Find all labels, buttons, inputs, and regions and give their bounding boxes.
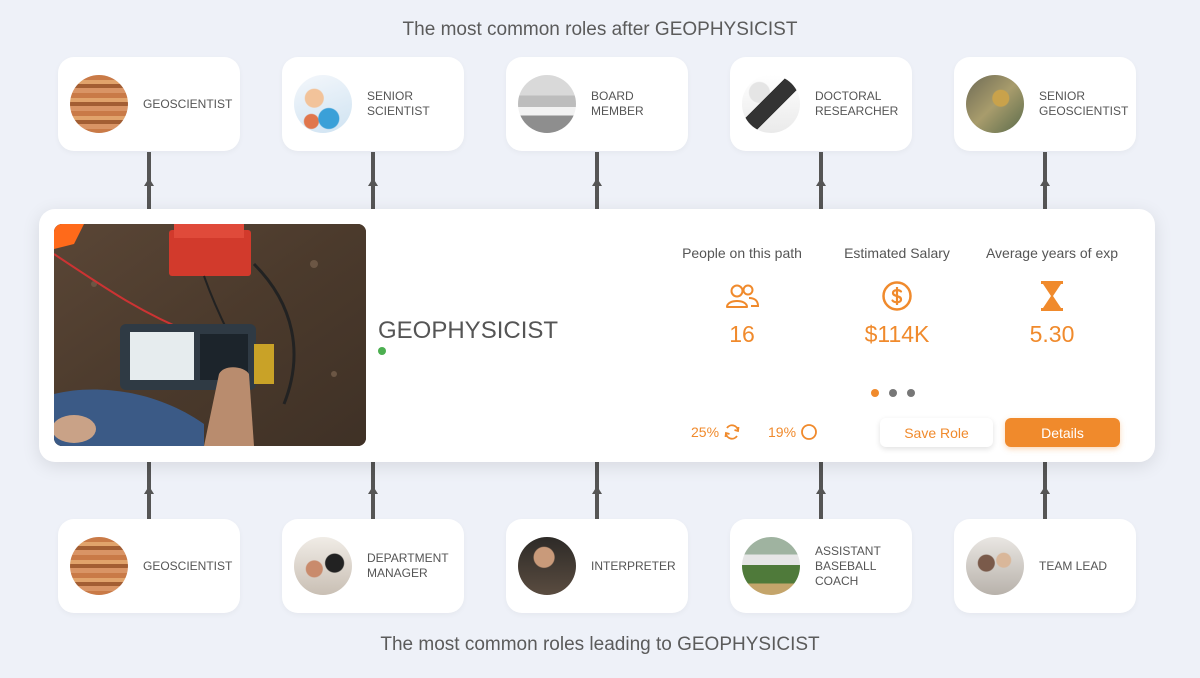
arrow-up-icon: [144, 178, 154, 186]
role-card-after-3[interactable]: BOARD MEMBER: [506, 57, 688, 151]
arrow-up-icon: [816, 486, 826, 494]
role-label: GEOSCIENTIST: [143, 96, 233, 111]
role-image-senior-scientist: [294, 75, 352, 133]
arrow-up-icon: [816, 178, 826, 186]
role-image-interpreter: [518, 537, 576, 595]
role-card-after-2[interactable]: SENIOR SCIENTIST: [282, 57, 464, 151]
stat-value: 5.30: [1029, 321, 1075, 347]
stat-label: Estimated Salary: [844, 245, 950, 261]
role-label: SENIOR SCIENTIST: [367, 89, 430, 118]
role-image-geoscientist: [70, 537, 128, 595]
pager-dots: [871, 389, 915, 397]
stat-salary: Estimated Salary $114K: [812, 245, 982, 348]
role-card-after-4[interactable]: DOCTORAL RESEARCHER: [730, 57, 912, 151]
role-image-department-manager: [294, 537, 352, 595]
role-image-geoscientist: [70, 75, 128, 133]
status-dot: [378, 347, 386, 355]
save-role-button[interactable]: Save Role: [880, 418, 993, 447]
people-icon: [657, 279, 827, 313]
circle-icon: [801, 424, 817, 440]
percent-value: 19%: [768, 424, 797, 440]
stat-people: People on this path 16: [657, 245, 827, 348]
pager-dot-3[interactable]: [907, 389, 915, 397]
role-label: INTERPRETER: [591, 558, 676, 573]
role-card-before-5[interactable]: TEAM LEAD: [954, 519, 1136, 613]
percent-value: 25%: [691, 424, 720, 440]
field-equipment-illustration: [54, 224, 366, 446]
main-role-card: GEOPHYSICIST People on this path 16 Esti…: [39, 209, 1155, 462]
role-image-senior-geoscientist: [966, 75, 1024, 133]
arrow-up-icon: [592, 486, 602, 494]
role-card-after-5[interactable]: SENIOR GEOSCIENTIST: [954, 57, 1136, 151]
role-label: DEPARTMENT MANAGER: [367, 551, 449, 580]
refresh-icon: [724, 424, 740, 440]
main-role-image: [54, 224, 366, 446]
role-image-board-member: [518, 75, 576, 133]
details-button[interactable]: Details: [1005, 418, 1120, 447]
hourglass-icon: [967, 279, 1137, 313]
pager-dot-1[interactable]: [871, 389, 879, 397]
arrow-up-icon: [368, 178, 378, 186]
role-card-before-3[interactable]: INTERPRETER: [506, 519, 688, 613]
percent-other: 19%: [768, 423, 818, 441]
role-label: SENIOR GEOSCIENTIST: [1039, 89, 1129, 118]
arrow-up-icon: [1040, 178, 1050, 186]
arrow-up-icon: [368, 486, 378, 494]
role-label: BOARD MEMBER: [591, 89, 644, 118]
dollar-icon: [812, 279, 982, 313]
percent-retention: 25%: [691, 423, 741, 441]
role-label: GEOSCIENTIST: [143, 558, 233, 573]
role-image-assistant-baseball-coach: [742, 537, 800, 595]
heading-roles-after: The most common roles after GEOPHYSICIST: [402, 19, 798, 40]
arrow-up-icon: [144, 486, 154, 494]
main-role-title: GEOPHYSICIST: [378, 317, 559, 344]
arrow-up-icon: [592, 178, 602, 186]
role-label: DOCTORAL RESEARCHER: [815, 89, 899, 118]
role-label: ASSISTANT BASEBALL COACH: [815, 543, 881, 588]
role-card-before-4[interactable]: ASSISTANT BASEBALL COACH: [730, 519, 912, 613]
role-image-team-lead: [966, 537, 1024, 595]
stat-value: $114K: [864, 321, 930, 347]
role-card-before-2[interactable]: DEPARTMENT MANAGER: [282, 519, 464, 613]
stat-label: People on this path: [682, 245, 802, 261]
stat-label: Average years of exp: [985, 245, 1119, 261]
arrow-up-icon: [1040, 486, 1050, 494]
pager-dot-2[interactable]: [889, 389, 897, 397]
role-card-before-1[interactable]: GEOSCIENTIST: [58, 519, 240, 613]
stat-experience: Average years of exp 5.30: [967, 245, 1137, 348]
stat-value: 16: [729, 321, 755, 347]
role-label: TEAM LEAD: [1039, 558, 1108, 573]
role-card-after-1[interactable]: GEOSCIENTIST: [58, 57, 240, 151]
role-image-doctoral-researcher: [742, 75, 800, 133]
heading-roles-leading: The most common roles leading to GEOPHYS…: [380, 634, 820, 655]
